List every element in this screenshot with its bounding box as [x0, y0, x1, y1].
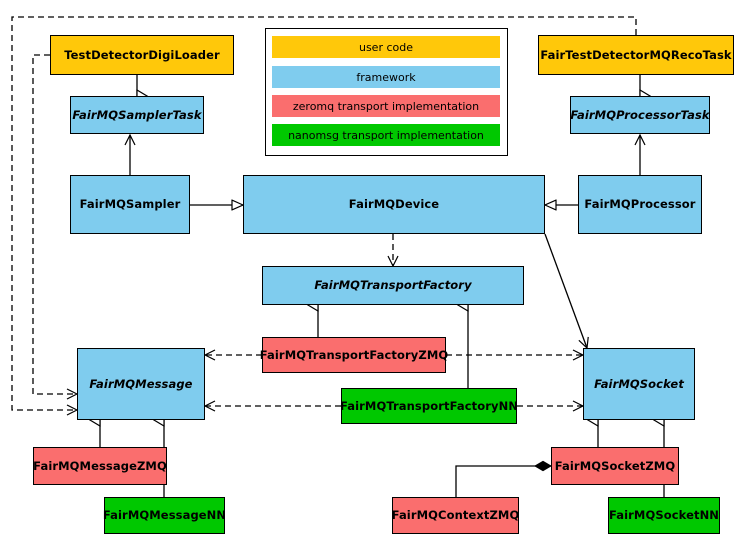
class-node-fairmqtransportfactorynn[interactable]: FairMQTransportFactoryNN	[339, 388, 519, 424]
class-label-fairmqsampler: FairMQSampler	[79, 197, 181, 212]
edge-socketzmq-contextzmq	[455, 460, 552, 497]
class-label-fairtestdetectormqrecotask: FairTestDetectorMQRecoTask	[540, 47, 732, 62]
class-node-fairmqmessagenn[interactable]: FairMQMessageNN	[102, 497, 227, 534]
class-label-fairmqcontextzmq: FairMQContextZMQ	[391, 508, 520, 523]
class-label-fairmqprocessortask: FairMQProcessorTask	[570, 107, 710, 122]
class-node-fairmqsocketnn[interactable]: FairMQSocketNN	[608, 497, 720, 534]
class-label-fairmqprocessor: FairMQProcessor	[584, 197, 696, 212]
legend-item-framework: framework	[272, 66, 500, 88]
class-node-fairmqprocessortask[interactable]: FairMQProcessorTask	[570, 96, 710, 134]
legend-label-user-code: user code	[358, 40, 414, 54]
class-label-testdetectordigiloader: TestDetectorDigiLoader	[64, 47, 220, 62]
class-label-fairmqsocketnn: FairMQSocketNN	[608, 508, 720, 523]
edge-device-socket	[544, 233, 587, 348]
legend-label-framework: framework	[356, 70, 416, 84]
class-node-fairmqcontextzmq[interactable]: FairMQContextZMQ	[392, 497, 519, 534]
legend-label-zeromq: zeromq transport implementation	[292, 99, 480, 113]
class-label-fairmqmessagenn: FairMQMessageNN	[102, 508, 227, 523]
class-node-testdetectordigiloader[interactable]: TestDetectorDigiLoader	[50, 35, 234, 75]
class-node-fairmqmessagezmq[interactable]: FairMQMessageZMQ	[33, 447, 167, 485]
class-label-fairmqtransportfactory: FairMQTransportFactory	[314, 278, 472, 293]
legend-item-zeromq: zeromq transport implementation	[272, 95, 500, 117]
legend-item-nanomsg: nanomsg transport implementation	[272, 124, 500, 146]
class-label-fairmqtransportfactoryzmq: FairMQTransportFactoryZMQ	[259, 347, 449, 362]
class-label-fairmqsocketzmq: FairMQSocketZMQ	[554, 458, 676, 473]
class-node-fairtestdetectormqrecotask[interactable]: FairTestDetectorMQRecoTask	[538, 35, 734, 75]
class-label-fairmqmessagezmq: FairMQMessageZMQ	[33, 458, 167, 473]
class-node-fairmqdevice[interactable]: FairMQDevice	[243, 175, 545, 234]
class-label-fairmqsocket: FairMQSocket	[594, 376, 684, 391]
legend-label-nanomsg: nanomsg transport implementation	[288, 128, 484, 142]
class-label-fairmqmessage: FairMQMessage	[89, 376, 193, 391]
class-label-fairmqtransportfactorynn: FairMQTransportFactoryNN	[339, 398, 519, 413]
class-node-fairmqtransportfactory[interactable]: FairMQTransportFactory	[262, 266, 524, 305]
class-node-fairmqtransportfactoryzmq[interactable]: FairMQTransportFactoryZMQ	[259, 337, 449, 373]
class-label-fairmqsamplertask: FairMQSamplerTask	[72, 107, 202, 122]
class-node-fairmqprocessor[interactable]: FairMQProcessor	[578, 175, 702, 234]
class-node-fairmqsamplertask[interactable]: FairMQSamplerTask	[70, 96, 204, 134]
class-node-fairmqsocketzmq[interactable]: FairMQSocketZMQ	[551, 447, 679, 485]
class-node-fairmqmessage[interactable]: FairMQMessage	[77, 348, 205, 420]
class-node-fairmqsocket[interactable]: FairMQSocket	[583, 348, 695, 420]
class-node-fairmqsampler[interactable]: FairMQSampler	[70, 175, 190, 234]
legend-item-user-code: user code	[272, 36, 500, 58]
class-label-fairmqdevice: FairMQDevice	[348, 197, 440, 212]
